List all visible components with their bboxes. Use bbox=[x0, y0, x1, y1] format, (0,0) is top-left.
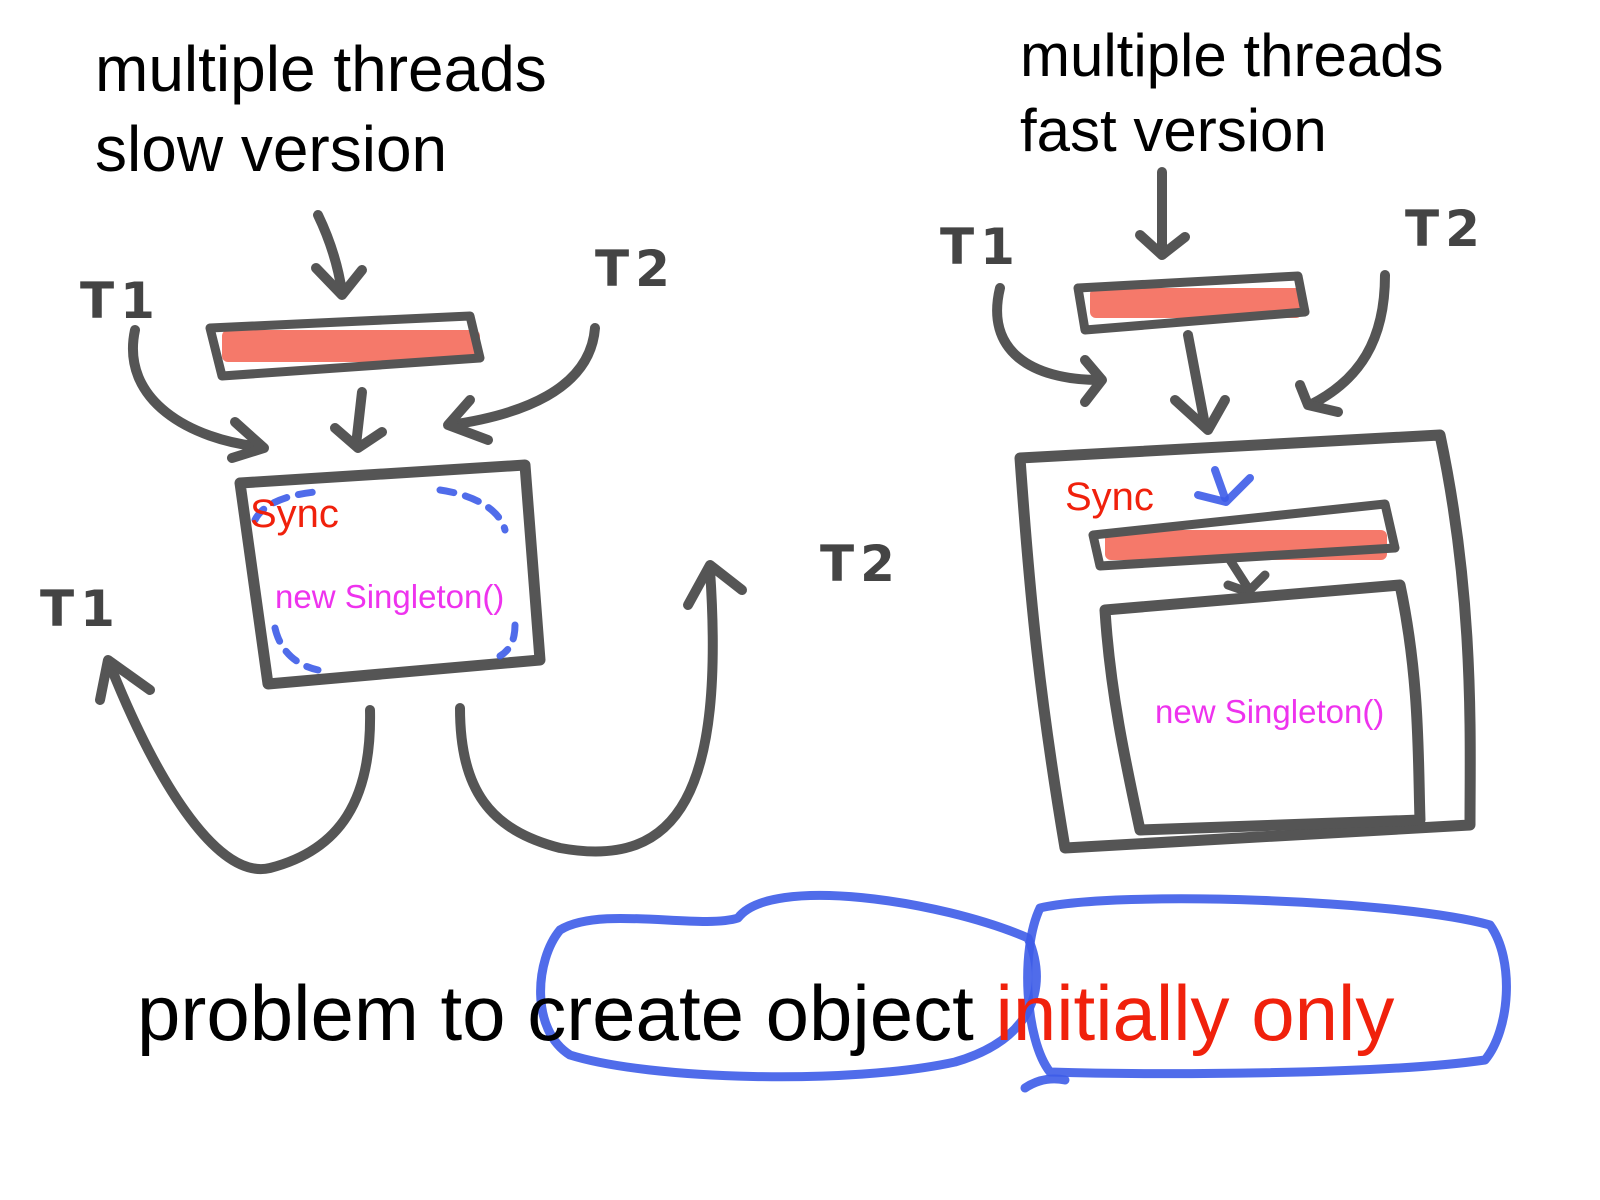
slow-sync-box bbox=[234, 459, 546, 690]
slow-middle-arrow bbox=[330, 387, 387, 453]
slow-t2-arrow bbox=[443, 323, 600, 445]
fast-heading-line2: fast version bbox=[1020, 97, 1327, 164]
slow-version-diagram bbox=[95, 210, 747, 875]
fast-create-label: new Singleton() bbox=[1155, 693, 1385, 730]
caption: problem to create object initially only bbox=[137, 968, 1394, 1058]
slow-entry-arrow bbox=[311, 210, 367, 300]
fast-sync-box bbox=[1014, 429, 1476, 854]
fast-inner-waiting-bar bbox=[1088, 499, 1400, 571]
slow-thread-label-t1-return: T1 bbox=[40, 580, 121, 638]
fast-blue-arrow bbox=[1194, 466, 1254, 506]
slow-thread-label-t1: T1 bbox=[80, 272, 161, 330]
slow-thread-label-t2-return: T2 bbox=[820, 535, 901, 593]
caption-part2: create object bbox=[527, 969, 974, 1057]
circle-create-object bbox=[536, 890, 1041, 1082]
fast-thread-label-t1: T1 bbox=[940, 218, 1021, 276]
caption-part3: initially only bbox=[995, 969, 1395, 1057]
fast-inner-box bbox=[1099, 579, 1426, 836]
slow-t2-return-arrow bbox=[455, 560, 747, 857]
caption-highlight-circles bbox=[536, 890, 1511, 1093]
fast-heading-line1: multiple threads bbox=[1020, 22, 1444, 89]
fast-middle-arrow bbox=[1170, 330, 1230, 435]
slow-create-label: new Singleton() bbox=[275, 578, 505, 615]
fast-thread-label-t2: T2 bbox=[1405, 200, 1486, 258]
fast-t2-arrow bbox=[1295, 270, 1390, 417]
slow-heading-line1: multiple threads bbox=[95, 33, 547, 105]
fast-sync-label: Sync bbox=[1065, 475, 1154, 519]
caption-part1: problem to bbox=[137, 969, 528, 1057]
fast-waiting-bar bbox=[1073, 271, 1310, 335]
slow-waiting-bar bbox=[205, 311, 485, 381]
circle-initially-only bbox=[1023, 894, 1511, 1079]
slow-t1-arrow bbox=[128, 325, 269, 463]
slow-sync-label: Sync bbox=[250, 492, 339, 536]
slow-thread-label-t2: T2 bbox=[595, 240, 676, 298]
slow-t1-return-arrow bbox=[95, 655, 376, 875]
fast-version-diagram bbox=[992, 167, 1476, 854]
fast-entry-arrow bbox=[1135, 167, 1190, 260]
fast-inner-arrow bbox=[1223, 555, 1270, 597]
fast-t1-arrow bbox=[992, 283, 1107, 407]
slow-heading-line2: slow version bbox=[95, 113, 448, 185]
